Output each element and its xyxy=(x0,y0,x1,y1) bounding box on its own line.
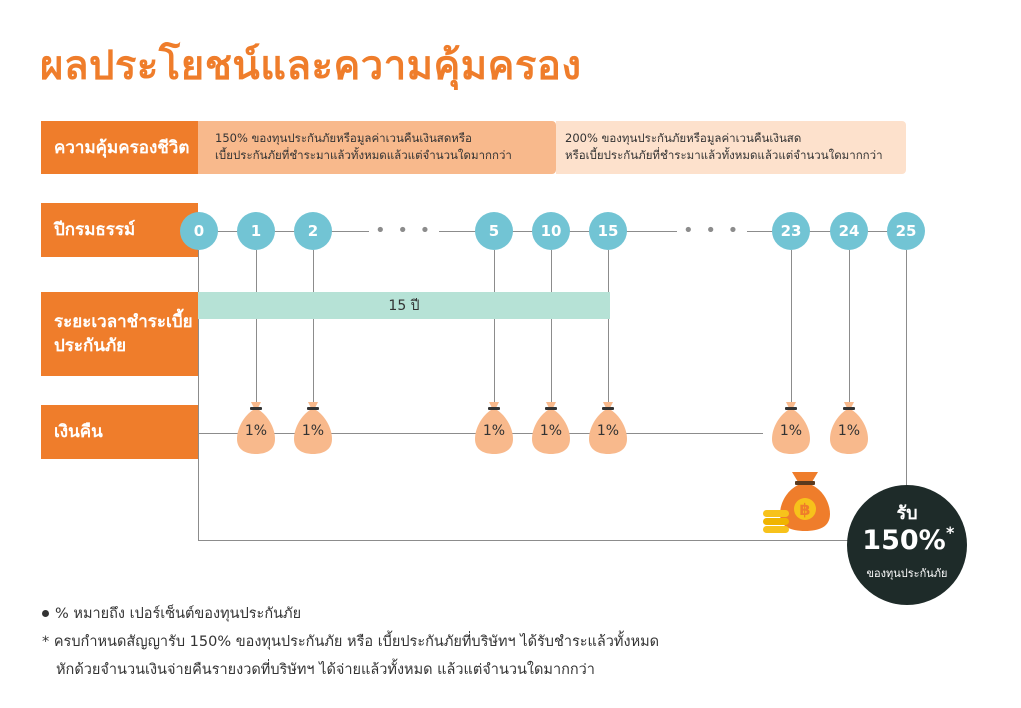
coverage-period-1-line2: เบี้ยประกันภัยที่ชำระมาแล้วทั้งหมดแล้วแต… xyxy=(215,148,512,162)
connector-year-5 xyxy=(494,250,495,405)
note-maturity-line1: ครบกำหนดสัญญารับ 150% ของทุนประกันภัย หร… xyxy=(53,634,660,650)
coverage-period-2: 200% ของทุนประกันภัยหรือมูลค่าเวนคืนเงิน… xyxy=(556,121,906,174)
coverage-period-2-line1: 200% ของทุนประกันภัยหรือมูลค่าเวนคืนเงิน… xyxy=(565,131,802,145)
maturity-amount: 150% xyxy=(862,525,946,556)
cash-back-value: 1% xyxy=(837,423,861,439)
cash-back-value: 1% xyxy=(539,423,563,439)
maturity-footnote-mark: * xyxy=(946,523,955,542)
year-marker-10: 10 xyxy=(532,212,570,250)
year-marker-23: 23 xyxy=(772,212,810,250)
connector-year-10 xyxy=(551,250,552,405)
connector-year-0 xyxy=(198,250,199,541)
year-marker-5: 5 xyxy=(475,212,513,250)
payment-period-bar: 15 ปี xyxy=(198,292,610,319)
connector-year-25 xyxy=(906,250,907,486)
svg-text:฿: ฿ xyxy=(799,500,810,519)
label-coverage: ความคุ้มครองชีวิต xyxy=(41,121,198,174)
note-maturity-line2: หักด้วยจำนวนเงินจ่ายคืนรายงวดที่บริษัทฯ … xyxy=(56,662,595,678)
money-bag-icon: 1% xyxy=(235,399,277,457)
connector-year-23 xyxy=(791,250,792,405)
money-bag-icon: 1% xyxy=(292,399,334,457)
maturity-benefit-badge: รับ 150% * ของทุนประกันภัย xyxy=(847,485,967,605)
label-cash-back: เงินคืน xyxy=(41,405,198,459)
note-percent-text: % หมายถึง เปอร์เซ็นต์ของทุนประกันภัย xyxy=(55,606,302,622)
year-marker-25: 25 xyxy=(887,212,925,250)
cash-back-value: 1% xyxy=(301,423,325,439)
money-bag-icon: 1% xyxy=(473,399,515,457)
coverage-period-1: 150% ของทุนประกันภัยหรือมูลค่าเวนคืนเงิน… xyxy=(198,121,556,174)
timeline-ellipsis-1: • • • xyxy=(369,221,440,241)
connector-year-2 xyxy=(313,250,314,405)
bullet-icon xyxy=(42,609,49,617)
year-marker-15: 15 xyxy=(589,212,627,250)
maturity-line xyxy=(198,540,858,541)
year-marker-2: 2 xyxy=(294,212,332,250)
coverage-period-2-line2: หรือเบี้ยประกันภัยที่ชำระมาแล้วทั้งหมดแล… xyxy=(565,148,883,162)
money-bag-icon: 1% xyxy=(770,399,812,457)
maturity-unit: ของทุนประกันภัย xyxy=(866,567,948,580)
cash-back-value: 1% xyxy=(596,423,620,439)
cash-back-value: 1% xyxy=(779,423,803,439)
cash-back-value: 1% xyxy=(244,423,268,439)
maturity-receive-label: รับ xyxy=(896,503,918,524)
year-marker-24: 24 xyxy=(830,212,868,250)
note-maturity: * ครบกำหนดสัญญารับ 150% ของทุนประกันภัย … xyxy=(42,631,659,653)
note-maturity-mark: * xyxy=(42,634,50,650)
money-bag-icon: 1% xyxy=(828,399,870,457)
connector-year-24 xyxy=(849,250,850,405)
page-title: ผลประโยชน์และความคุ้มครอง xyxy=(40,43,582,89)
money-bag-icon: 1% xyxy=(587,399,629,457)
timeline-ellipsis-2: • • • xyxy=(677,221,748,241)
money-bag-icon: 1% xyxy=(530,399,572,457)
year-marker-0: 0 xyxy=(180,212,218,250)
label-payment-period: ระยะเวลาชำระเบี้ยประกันภัย xyxy=(41,292,198,376)
connector-year-1 xyxy=(256,250,257,405)
note-percent: % หมายถึง เปอร์เซ็นต์ของทุนประกันภัย xyxy=(42,603,301,625)
connector-year-15 xyxy=(608,250,609,405)
coverage-period-1-line1: 150% ของทุนประกันภัยหรือมูลค่าเวนคืนเงิน… xyxy=(215,131,472,145)
cash-back-value: 1% xyxy=(482,423,506,439)
year-marker-1: 1 xyxy=(237,212,275,250)
baht-coin-bag-icon: ฿ xyxy=(760,468,835,536)
label-policy-year: ปีกรมธรรม์ xyxy=(41,203,198,257)
